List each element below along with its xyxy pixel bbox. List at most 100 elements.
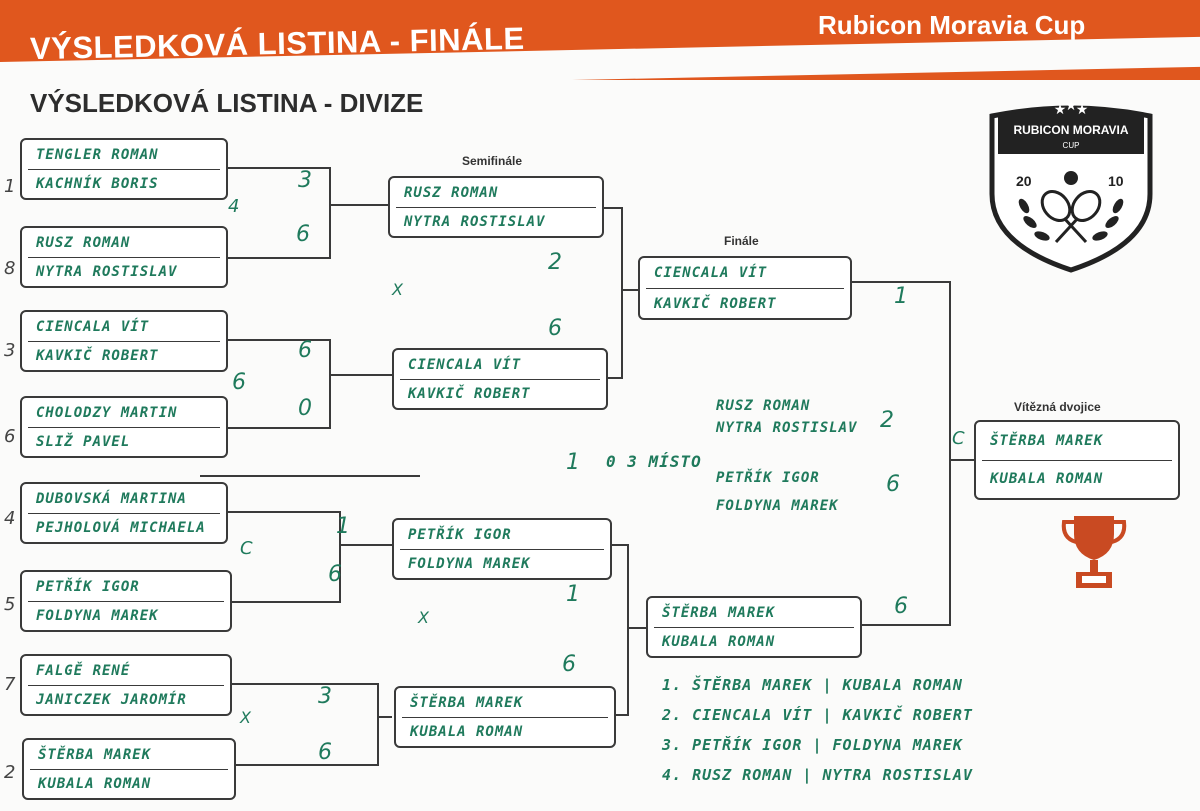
match-r1-1: TENGLER ROMAN KACHNÍK BORIS [20,138,228,200]
player-name: SLIŽ PAVEL [36,434,131,450]
winner-box: ŠTĚRBA MAREK KUBALA ROMAN [974,420,1180,500]
winner-name: ŠTĚRBA MAREK [990,433,1104,449]
player-name: ŠTĚRBA MAREK [662,605,776,621]
match-final-2: ŠTĚRBA MAREK KUBALA ROMAN [646,596,862,658]
seed-number: 1 [4,176,16,197]
match-r1-5: DUBOVSKÁ MARTINA PEJHOLOVÁ MICHAELA [20,482,228,544]
page-subtitle: VÝSLEDKOVÁ LISTINA - DIVIZE [30,88,424,118]
match-r1-3: CIENCALA VÍT KAVKIČ ROBERT [20,310,228,372]
score: 3 [318,684,332,709]
handwritten-mark: 6 [232,370,246,395]
ranking-row: 3. PETŘÍK IGOR | FOLDYNA MAREK [662,736,963,754]
score: 0 [298,396,312,421]
seed-number: 4 [4,508,16,529]
score: 6 [894,594,908,619]
player-name: KAVKIČ ROBERT [654,296,777,312]
third-place-score: 1 [566,450,580,475]
score: 6 [548,316,562,341]
score: 6 [298,338,312,363]
logo-year-right: 10 [1108,173,1124,189]
ranking-row: 2. CIENCALA VÍT | KAVKIČ ROBERT [662,706,973,724]
third-place-pair: FOLDYNA MAREK [716,498,839,514]
tennis-ball-icon [1064,171,1078,185]
player-name: ŠTĚRBA MAREK [410,695,524,711]
player-name: RUSZ ROMAN [404,185,499,201]
seed-number: 8 [4,258,16,279]
player-name: PETŘÍK IGOR [408,527,512,543]
score: 6 [328,562,342,587]
handwritten-mark: 4 [228,196,240,217]
stage-label-winner: Vítězná dvojice [1014,400,1101,414]
player-name: KAVKIČ ROBERT [408,386,531,402]
match-semi-2: CIENCALA VÍT KAVKIČ ROBERT [392,348,608,410]
seed-number: 5 [4,594,16,615]
player-name: ŠTĚRBA MAREK [38,747,152,763]
match-r1-7: FALGĚ RENÉ JANICZEK JAROMÍR [20,654,232,716]
tennis-rackets-icon [1040,190,1102,244]
player-name: KAVKIČ ROBERT [36,348,159,364]
stage-label-semifinal: Semifinále [462,154,523,168]
seed-number: 3 [4,340,16,361]
third-place-pair: PETŘÍK IGOR [716,470,820,486]
handwritten-mark: C [240,538,253,559]
third-place-pair: NYTRA ROSTISLAV [716,420,858,436]
match-semi-4: ŠTĚRBA MAREK KUBALA ROMAN [394,686,616,748]
player-name: PETŘÍK IGOR [36,579,140,595]
score: 1 [566,582,580,607]
player-name: KUBALA ROMAN [410,724,524,740]
svg-text:★: ★ [1076,102,1089,118]
match-r1-4: CHOLODZY MARTIN SLIŽ PAVEL [20,396,228,458]
handwritten-mark: X [418,608,429,627]
tournament-logo: ★ ★ ★ RUBICON MORAVIA CUP 20 10 [989,98,1153,273]
match-r1-6: PETŘÍK IGOR FOLDYNA MAREK [20,570,232,632]
player-name: DUBOVSKÁ MARTINA [36,491,187,507]
player-name: CHOLODZY MARTIN [36,405,178,421]
player-name: KUBALA ROMAN [38,776,152,792]
trophy-icon [1061,516,1127,588]
score: 6 [562,652,576,677]
player-name: CIENCALA VÍT [408,357,522,373]
handwritten-mark: X [240,708,251,727]
logo-line1: RUBICON MORAVIA [1013,123,1128,137]
ranking-row: 1. ŠTĚRBA MAREK | KUBALA ROMAN [662,676,963,694]
svg-text:★: ★ [1054,102,1067,118]
player-name: PEJHOLOVÁ MICHAELA [36,520,206,536]
stage-label-final: Finále [724,234,759,248]
seed-number: 6 [4,426,16,447]
score: 3 [298,168,312,193]
player-name: KUBALA ROMAN [662,634,776,650]
player-name: FOLDYNA MAREK [408,556,531,572]
third-place-score: 2 [880,408,894,433]
handwritten-mark: X [392,280,403,299]
svg-text:★: ★ [1065,98,1078,114]
score: 1 [336,514,350,539]
score: 1 [894,284,908,309]
match-final-1: CIENCALA VÍT KAVKIČ ROBERT [638,256,852,320]
handwritten-mark: C [952,428,965,449]
player-name: TENGLER ROMAN [36,147,159,163]
ranking-row: 4. RUSZ ROMAN | NYTRA ROSTISLAV [662,766,973,784]
winner-name: KUBALA ROMAN [990,471,1104,487]
match-r1-2: RUSZ ROMAN NYTRA ROSTISLAV [20,226,228,288]
third-place-pair: RUSZ ROMAN [716,398,811,414]
match-semi-3: PETŘÍK IGOR FOLDYNA MAREK [392,518,612,580]
seed-number: 7 [4,674,16,695]
player-name: RUSZ ROMAN [36,235,131,251]
player-name: CIENCALA VÍT [654,265,768,281]
player-name: NYTRA ROSTISLAV [36,264,178,280]
score: 6 [296,222,310,247]
player-name: FOLDYNA MAREK [36,608,159,624]
match-semi-1: RUSZ ROMAN NYTRA ROSTISLAV [388,176,604,238]
logo-line2: CUP [1063,141,1080,150]
logo-year-left: 20 [1016,173,1032,189]
player-name: JANICZEK JAROMÍR [36,692,187,708]
player-name: NYTRA ROSTISLAV [404,214,546,230]
laurel-icon [1018,198,1124,241]
player-name: FALGĚ RENÉ [36,663,131,679]
score: 2 [548,250,562,275]
brand-name: Rubicon Moravia Cup [818,10,1086,40]
score: 6 [318,740,332,765]
player-name: CIENCALA VÍT [36,319,150,335]
